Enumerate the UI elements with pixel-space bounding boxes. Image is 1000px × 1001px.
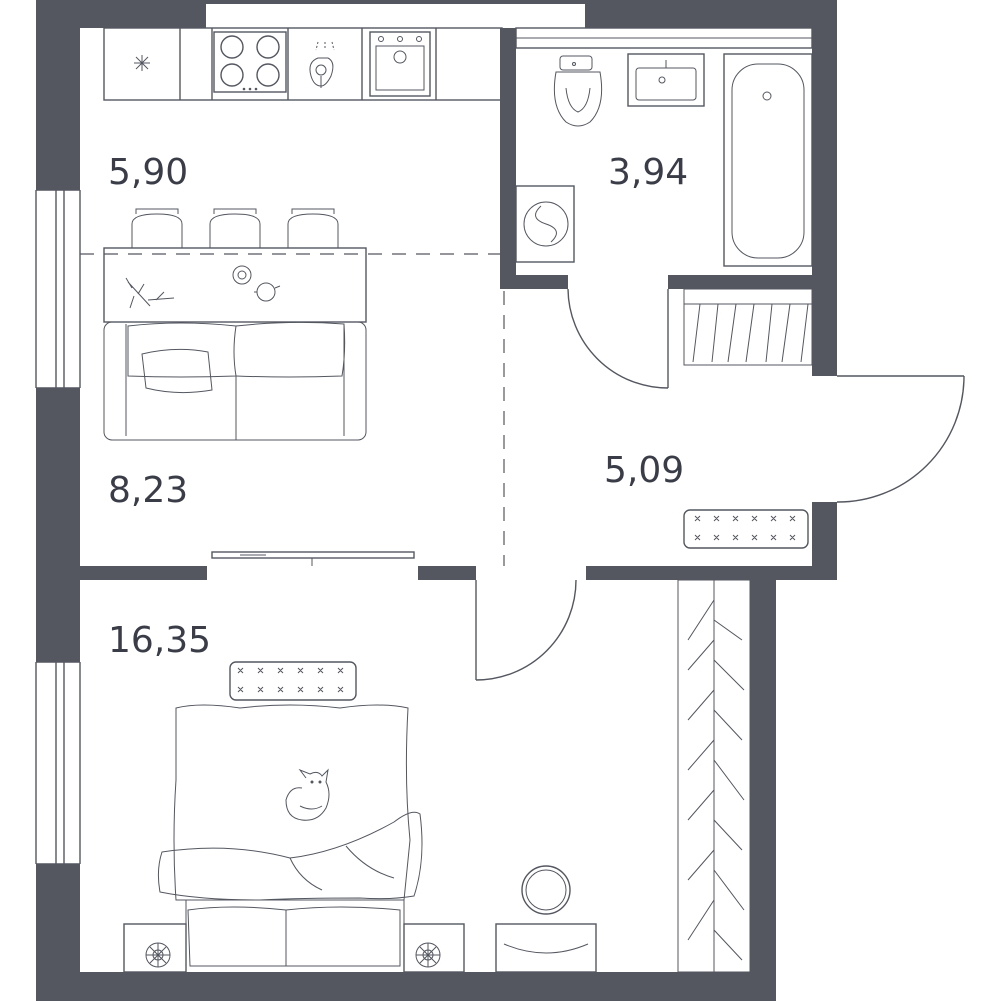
kitchen-counter bbox=[103, 27, 503, 101]
desk-icon bbox=[495, 923, 597, 973]
room-area-bedroom: 16,35 bbox=[108, 620, 211, 661]
bed-icon bbox=[157, 704, 423, 972]
room-area-hallway: 5,09 bbox=[604, 450, 684, 491]
cat-icon bbox=[285, 768, 330, 821]
wardrobe-icon bbox=[683, 288, 813, 366]
wardrobe-icon bbox=[677, 579, 751, 973]
chair-icon bbox=[131, 208, 339, 248]
sofa-icon bbox=[103, 321, 367, 441]
sink-icon bbox=[309, 41, 335, 88]
shoe-bench-icon bbox=[683, 509, 809, 549]
windows bbox=[35, 27, 813, 865]
nightstand-right bbox=[403, 923, 465, 973]
room-area-living: 8,23 bbox=[108, 470, 188, 511]
lamp-icon bbox=[521, 865, 571, 915]
oven-icon bbox=[369, 31, 431, 97]
bedroom-door bbox=[475, 579, 577, 681]
room-area-kitchen: 5,90 bbox=[108, 152, 188, 193]
entrance-door bbox=[836, 375, 965, 503]
bathtub-icon bbox=[723, 53, 813, 267]
washing-machine-icon bbox=[515, 185, 575, 263]
toilet-icon bbox=[553, 55, 603, 127]
washbasin-icon bbox=[627, 53, 705, 107]
dining-table-icon bbox=[103, 247, 367, 323]
hob-icon bbox=[213, 31, 287, 93]
zone-divider bbox=[80, 253, 505, 566]
room-area-bathroom: 3,94 bbox=[608, 152, 688, 193]
bathroom-door bbox=[567, 288, 669, 389]
tv-icon bbox=[211, 551, 415, 566]
fridge-icon bbox=[134, 55, 150, 71]
nightstand-left bbox=[123, 923, 187, 973]
pillow-icon bbox=[229, 661, 357, 701]
walls bbox=[36, 0, 837, 1001]
